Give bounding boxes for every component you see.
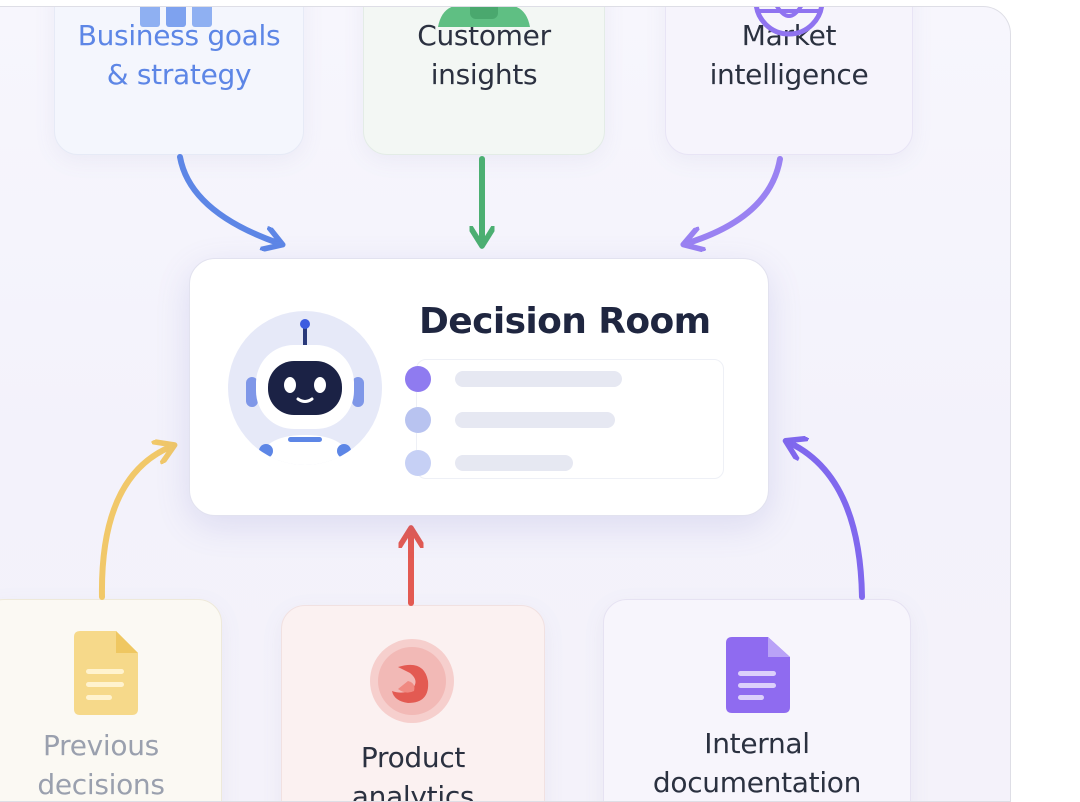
document-icon	[74, 631, 138, 715]
globe-icon	[754, 7, 824, 37]
flow-arrows	[98, 154, 865, 606]
list-bullet	[405, 366, 431, 392]
decision-room-list	[405, 359, 724, 479]
decision-room-card: Decision Room	[189, 258, 769, 516]
decision-room-title: Decision Room	[419, 301, 711, 342]
list-bullet	[405, 407, 431, 433]
arrow-business-to-center	[177, 154, 278, 243]
arrow-market-to-center	[688, 156, 783, 243]
robot-icon	[246, 319, 364, 465]
product-analytics-label: Product analytics	[351, 741, 475, 802]
document-icon	[726, 637, 790, 713]
robot-avatar	[228, 311, 382, 465]
list-placeholder-bar	[455, 455, 573, 471]
market-intelligence-label: Market intelligence	[709, 19, 869, 91]
arrow-docs-to-center	[790, 443, 865, 600]
previous-decisions-label: Previous decisions	[37, 729, 165, 801]
bar-chart-icon	[140, 7, 212, 27]
list-placeholder-bar	[455, 371, 622, 387]
list-placeholder-bar	[455, 412, 615, 428]
list-bullet	[405, 450, 431, 476]
internal-documentation-label: Internal documentation	[652, 727, 862, 799]
arrow-previous-to-center	[98, 447, 170, 600]
users-icon	[438, 7, 530, 27]
analytics-icon	[370, 639, 454, 723]
diagram-canvas: Business goals & strategy Customer insig…	[0, 6, 1011, 802]
customer-insights-card: Customer insights	[363, 7, 605, 155]
